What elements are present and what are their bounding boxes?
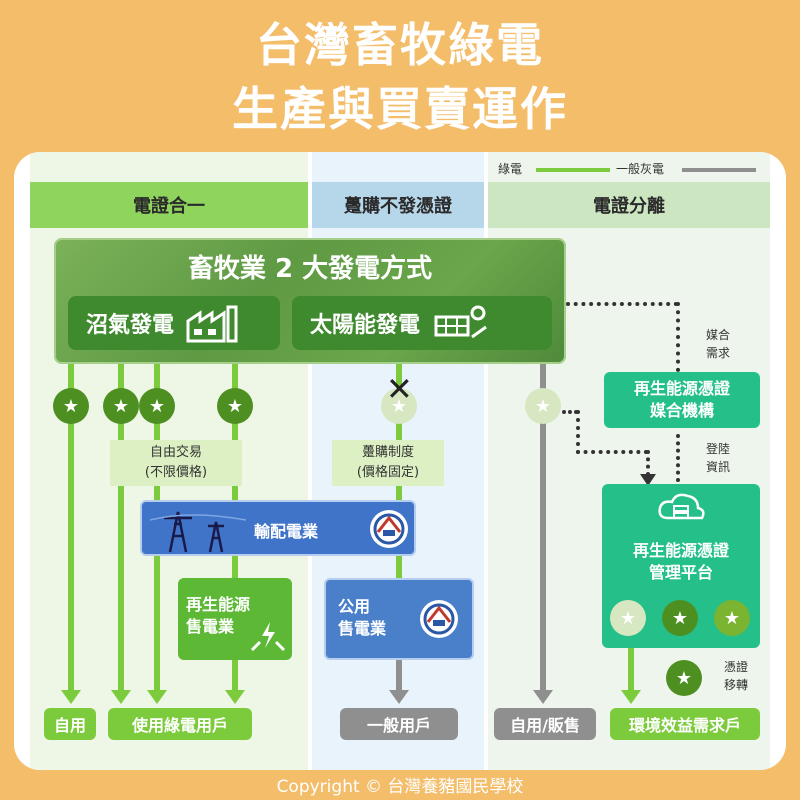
certificate-medal-icon: ★ bbox=[525, 388, 561, 424]
green-energy-hands-icon bbox=[250, 622, 286, 652]
feed-in-label: 躉購制度 (價格固定) bbox=[332, 440, 444, 486]
matching-organization-box: 再生能源憑證 媒合機構 bbox=[604, 372, 760, 428]
free-trade-line-2: (不限價格) bbox=[144, 465, 208, 480]
legend-green-label: 綠電 bbox=[498, 162, 523, 176]
certificate-medal-icon: ★ bbox=[662, 600, 698, 636]
cert-platform-label: 再生能源憑證 管理平台 bbox=[602, 540, 760, 584]
copyright: Copyright © 台灣養豬國民學校 bbox=[276, 777, 524, 797]
certificate-medal-icon: ★ bbox=[610, 600, 646, 636]
cert-transfer-line-2: 移轉 bbox=[723, 678, 748, 692]
matching-demand-label: 媒合 需求 bbox=[698, 326, 738, 362]
cert-transfer-label: 憑證 移轉 bbox=[716, 658, 756, 694]
solar-panel-icon bbox=[434, 305, 487, 339]
legend-gray-label: 一般灰電 bbox=[616, 162, 665, 176]
legend-green-line bbox=[536, 168, 610, 172]
bottom-general-users: 一般用戶 bbox=[340, 708, 458, 740]
free-trade-line-1: 自由交易 bbox=[149, 445, 202, 460]
public-retailer-line-2: 售電業 bbox=[338, 619, 387, 638]
taipower-logo-icon bbox=[420, 600, 458, 638]
column-header-feed-in: 躉購不發憑證 bbox=[312, 182, 484, 228]
bottom-green-users: 使用綠電用戶 bbox=[108, 708, 252, 740]
cert-transfer-line-1: 憑證 bbox=[723, 660, 748, 674]
matching-org-line-2: 媒合機構 bbox=[649, 401, 714, 420]
column-header-combined: 電證合一 bbox=[30, 182, 308, 228]
certificate-medal-icon: ★ bbox=[217, 388, 253, 424]
arrowhead-icon bbox=[621, 690, 641, 704]
farm-title: 畜牧業 2 大發電方式 bbox=[187, 254, 433, 284]
login-info-label: 登陸 資訊 bbox=[698, 440, 738, 476]
flow-line-self-use bbox=[68, 364, 74, 696]
dotted-connector-down-matching bbox=[676, 302, 680, 372]
factory-icon bbox=[186, 305, 238, 343]
matching-org-line-1: 再生能源憑證 bbox=[633, 379, 730, 398]
feed-in-line-1: 躉購制度 bbox=[361, 445, 414, 460]
column-header-separated: 電證分離 bbox=[488, 182, 770, 228]
renewable-retailer-line-2: 售電業 bbox=[186, 617, 235, 636]
dotted-connector-cert-2 bbox=[576, 410, 580, 454]
cert-platform-line-1: 再生能源憑證 bbox=[632, 541, 729, 560]
dotted-connector-cert-3 bbox=[576, 450, 648, 454]
cloud-server-icon bbox=[658, 493, 705, 520]
transmission-tower-icon bbox=[150, 511, 246, 553]
bottom-env-demand: 環境效益需求戶 bbox=[610, 708, 760, 740]
certificate-medal-icon: ★ bbox=[139, 388, 175, 424]
feed-in-line-2: (價格固定) bbox=[356, 465, 420, 480]
certificate-medal-icon: ★ bbox=[381, 388, 417, 424]
certificate-medal-icon: ★ bbox=[666, 660, 702, 696]
renewable-retailer-box: 再生能源 售電業 bbox=[178, 578, 292, 660]
arrowhead-icon bbox=[533, 690, 553, 704]
arrowhead-icon bbox=[640, 474, 656, 486]
login-info-line-2: 資訊 bbox=[705, 460, 730, 474]
grid-operator-label: 輸配電業 bbox=[254, 522, 319, 541]
arrowhead-icon bbox=[111, 690, 131, 704]
farm-power-block: 畜牧業 2 大發電方式 沼氣發電 太陽能發電 bbox=[54, 238, 566, 364]
certificate-medal-icon: ★ bbox=[714, 600, 750, 636]
arrowhead-icon bbox=[389, 690, 409, 704]
public-retailer-box: 公用 售電業 bbox=[324, 578, 474, 660]
dotted-connector-cert-4 bbox=[646, 450, 650, 476]
arrowhead-icon bbox=[61, 690, 81, 704]
grid-operator-box: 輸配電業 bbox=[140, 500, 416, 556]
arrowhead-icon bbox=[147, 690, 167, 704]
cert-platform-box: 再生能源憑證 管理平台 ★ ★ ★ bbox=[602, 484, 760, 648]
cert-platform-line-2: 管理平台 bbox=[648, 563, 713, 582]
login-info-line-1: 登陸 bbox=[705, 442, 730, 456]
bottom-self-use-sell: 自用/販售 bbox=[494, 708, 596, 740]
dotted-connector-to-matching bbox=[566, 302, 678, 306]
dotted-connector-cert-1 bbox=[562, 410, 578, 414]
method-solar-label: 太陽能發電 bbox=[310, 313, 421, 338]
title-line-1: 台灣畜牧綠電 bbox=[256, 18, 544, 72]
certificate-medal-icon: ★ bbox=[103, 388, 139, 424]
no-certificate-cross-icon: ✕ bbox=[386, 370, 413, 408]
title-line-2: 生產與買賣運作 bbox=[232, 82, 568, 136]
method-biogas-label: 沼氣發電 bbox=[86, 313, 175, 338]
public-retailer-label: 公用 售電業 bbox=[338, 596, 386, 640]
diagram-card: 電證合一 躉購不發憑證 電證分離 綠電 一般灰電 bbox=[14, 152, 786, 770]
matching-demand-line-2: 需求 bbox=[705, 346, 730, 360]
flow-line-general bbox=[396, 658, 402, 698]
flow-line-env-demand bbox=[628, 648, 634, 696]
renewable-retailer-label: 再生能源 售電業 bbox=[186, 594, 250, 638]
dotted-connector-login bbox=[676, 434, 680, 482]
flow-line-green-user-1 bbox=[118, 364, 124, 696]
taipower-logo-icon bbox=[370, 510, 408, 548]
method-solar: 太陽能發電 bbox=[292, 296, 552, 350]
certificate-medal-icon: ★ bbox=[53, 388, 89, 424]
free-trade-label: 自由交易 (不限價格) bbox=[110, 440, 242, 486]
legend-gray-line bbox=[682, 168, 756, 172]
flow-line-self-use-sell bbox=[540, 364, 546, 696]
renewable-retailer-line-1: 再生能源 bbox=[186, 595, 251, 614]
method-biogas: 沼氣發電 bbox=[68, 296, 280, 350]
matching-demand-line-1: 媒合 bbox=[705, 328, 730, 342]
bottom-self-use: 自用 bbox=[44, 708, 96, 740]
public-retailer-line-1: 公用 bbox=[338, 597, 371, 616]
arrowhead-icon bbox=[225, 690, 245, 704]
